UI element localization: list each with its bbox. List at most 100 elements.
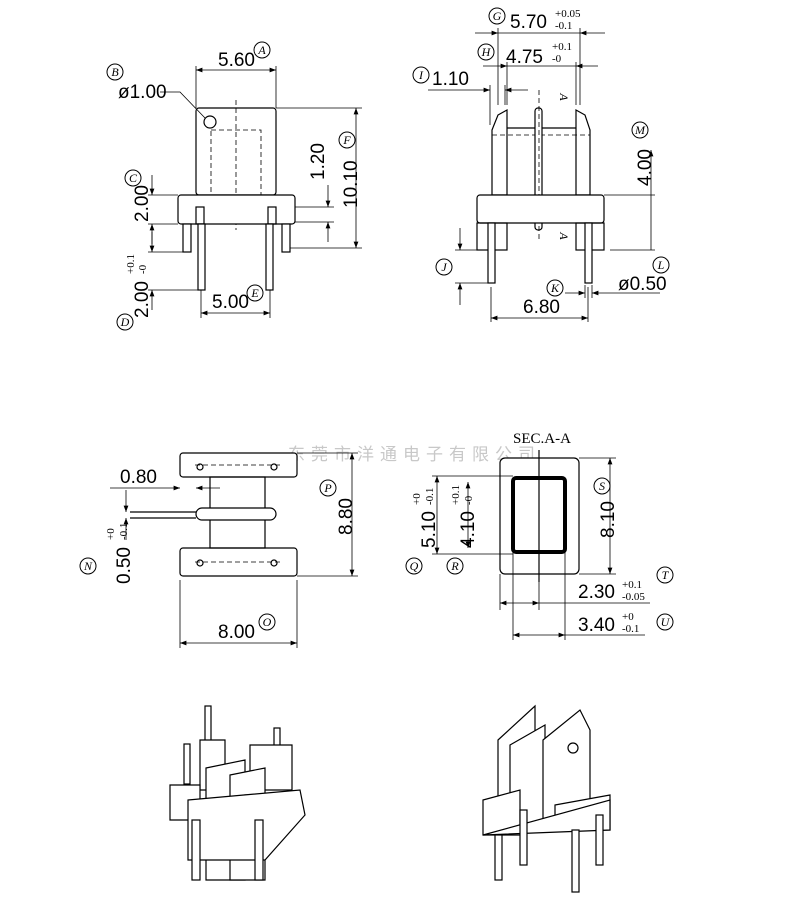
callout-circle (446, 557, 464, 575)
dim-s-value: 8.10 (598, 501, 619, 538)
callout-q: Q (405, 557, 423, 575)
section-title: SEC.A-A (513, 431, 571, 447)
callout-letter: C (129, 171, 138, 185)
callout-letter: D (120, 315, 130, 329)
callout-o: O (258, 613, 276, 631)
dim-u-tol-minus: -0.1 (622, 623, 639, 635)
callout-circle (338, 131, 356, 149)
callout-letter: R (450, 559, 459, 573)
callout-circle (656, 566, 674, 584)
dim-l-value: ø0.50 (618, 274, 667, 295)
dim-t-tol-plus: +0.1 (622, 579, 642, 591)
isometric-view-right (482, 704, 611, 893)
callout-letter: S (599, 479, 605, 493)
callout-letter: U (661, 615, 671, 629)
callout-letter: G (493, 9, 502, 23)
dim-n-value: 0.50 (114, 547, 135, 584)
callout-circle (546, 279, 564, 297)
callout-l: L (652, 256, 670, 274)
dim-t-tol-minus: -0.05 (622, 591, 645, 603)
dim-u-value: 3.40 (578, 615, 615, 636)
dim-a-value: 5.60 (218, 50, 255, 71)
callout-letter: N (83, 559, 93, 573)
callout-letter: O (263, 615, 272, 629)
dim-i-value: 1.10 (432, 69, 469, 90)
dim-n-tol-minus: -0.1 (118, 523, 130, 540)
callout-e: E (246, 284, 264, 302)
dim-h-value: 4.75 (506, 47, 543, 68)
callout-letter: Q (410, 559, 419, 573)
dim-k-value: 6.80 (523, 297, 560, 318)
callout-circle (435, 258, 453, 276)
callout-circle (319, 479, 337, 497)
callout-circle (412, 66, 430, 84)
callout-i: I (412, 66, 430, 84)
callout-circle (79, 557, 97, 575)
callout-p: P (319, 479, 337, 497)
dim-m-value: 4.00 (635, 149, 656, 186)
callout-c: C (124, 169, 142, 187)
dim-t-value: 2.30 (578, 582, 615, 603)
callout-j: J (435, 258, 453, 276)
callout-circle (116, 313, 134, 331)
dim-r-tol-plus: +0.1 (450, 485, 462, 505)
callout-g: G (488, 7, 506, 25)
callout-letter: T (662, 568, 670, 582)
callout-letter: J (441, 260, 447, 274)
callout-circle (631, 121, 649, 139)
dim-u-tol-plus: +0 (622, 611, 634, 623)
callout-letter: P (323, 481, 332, 495)
dim-f-value: 10.10 (341, 160, 362, 208)
callout-circle (258, 613, 276, 631)
front-view: 5.60 ø1.00 10.10 1.20 2.00 2.00 +0.1 -0 … (118, 50, 362, 318)
callout-letter: H (481, 45, 492, 59)
dim-f2-value: 1.20 (308, 143, 329, 180)
callout-letter: K (550, 281, 560, 295)
callout-k: K (546, 279, 564, 297)
callout-s: S (593, 477, 611, 495)
callout-circle (124, 169, 142, 187)
callout-a: A (253, 41, 271, 59)
callout-circle (656, 613, 674, 631)
callout-f: F (338, 131, 356, 149)
callout-circle (488, 7, 506, 25)
dim-d-value: 2.00 (132, 281, 153, 318)
top-view: 8.80 0.80 0.50 +0 -0.1 8.00 (105, 452, 358, 648)
dim-n2-value: 0.80 (120, 467, 157, 488)
dim-q-tol-plus: +0 (411, 493, 423, 505)
callout-circle (253, 41, 271, 59)
callout-letter: M (634, 123, 646, 137)
callout-circle (405, 557, 423, 575)
callout-letter: A (257, 43, 266, 57)
dim-g-tol-minus: -0.1 (555, 20, 572, 32)
callout-circle (477, 43, 495, 61)
callout-t: T (656, 566, 674, 584)
callout-circle (246, 284, 264, 302)
callout-u: U (656, 613, 674, 631)
dim-g-tol-plus: +0.05 (555, 8, 581, 20)
dim-r-value: 4.10 (458, 511, 479, 548)
callout-labels: A B C D E F G H I J K L M N O P Q R S T U (79, 7, 674, 631)
callout-n: N (79, 557, 97, 575)
callout-circle (652, 256, 670, 274)
dim-h-tol-plus: +0.1 (552, 41, 572, 53)
dim-q-value: 5.10 (419, 511, 440, 548)
dim-n-tol-plus: +0 (105, 528, 117, 540)
dim-o-value: 8.00 (218, 622, 255, 643)
callout-r: R (446, 557, 464, 575)
callout-letter: B (111, 65, 119, 79)
section-mark-a-top: A (557, 92, 571, 101)
dim-d-tol-plus: +0.1 (125, 254, 137, 274)
callout-letter: L (657, 258, 665, 272)
callout-b: B (106, 63, 124, 81)
dim-q-tol-minus: -0.1 (424, 488, 436, 505)
dim-e-value: 5.00 (212, 292, 249, 313)
dim-c-value: 2.00 (132, 185, 153, 222)
callout-d: D (116, 313, 134, 331)
dim-p-value: 8.80 (336, 498, 357, 535)
callout-h: H (477, 43, 495, 61)
dim-g-value: 5.70 (510, 12, 547, 33)
callout-m: M (631, 121, 649, 139)
